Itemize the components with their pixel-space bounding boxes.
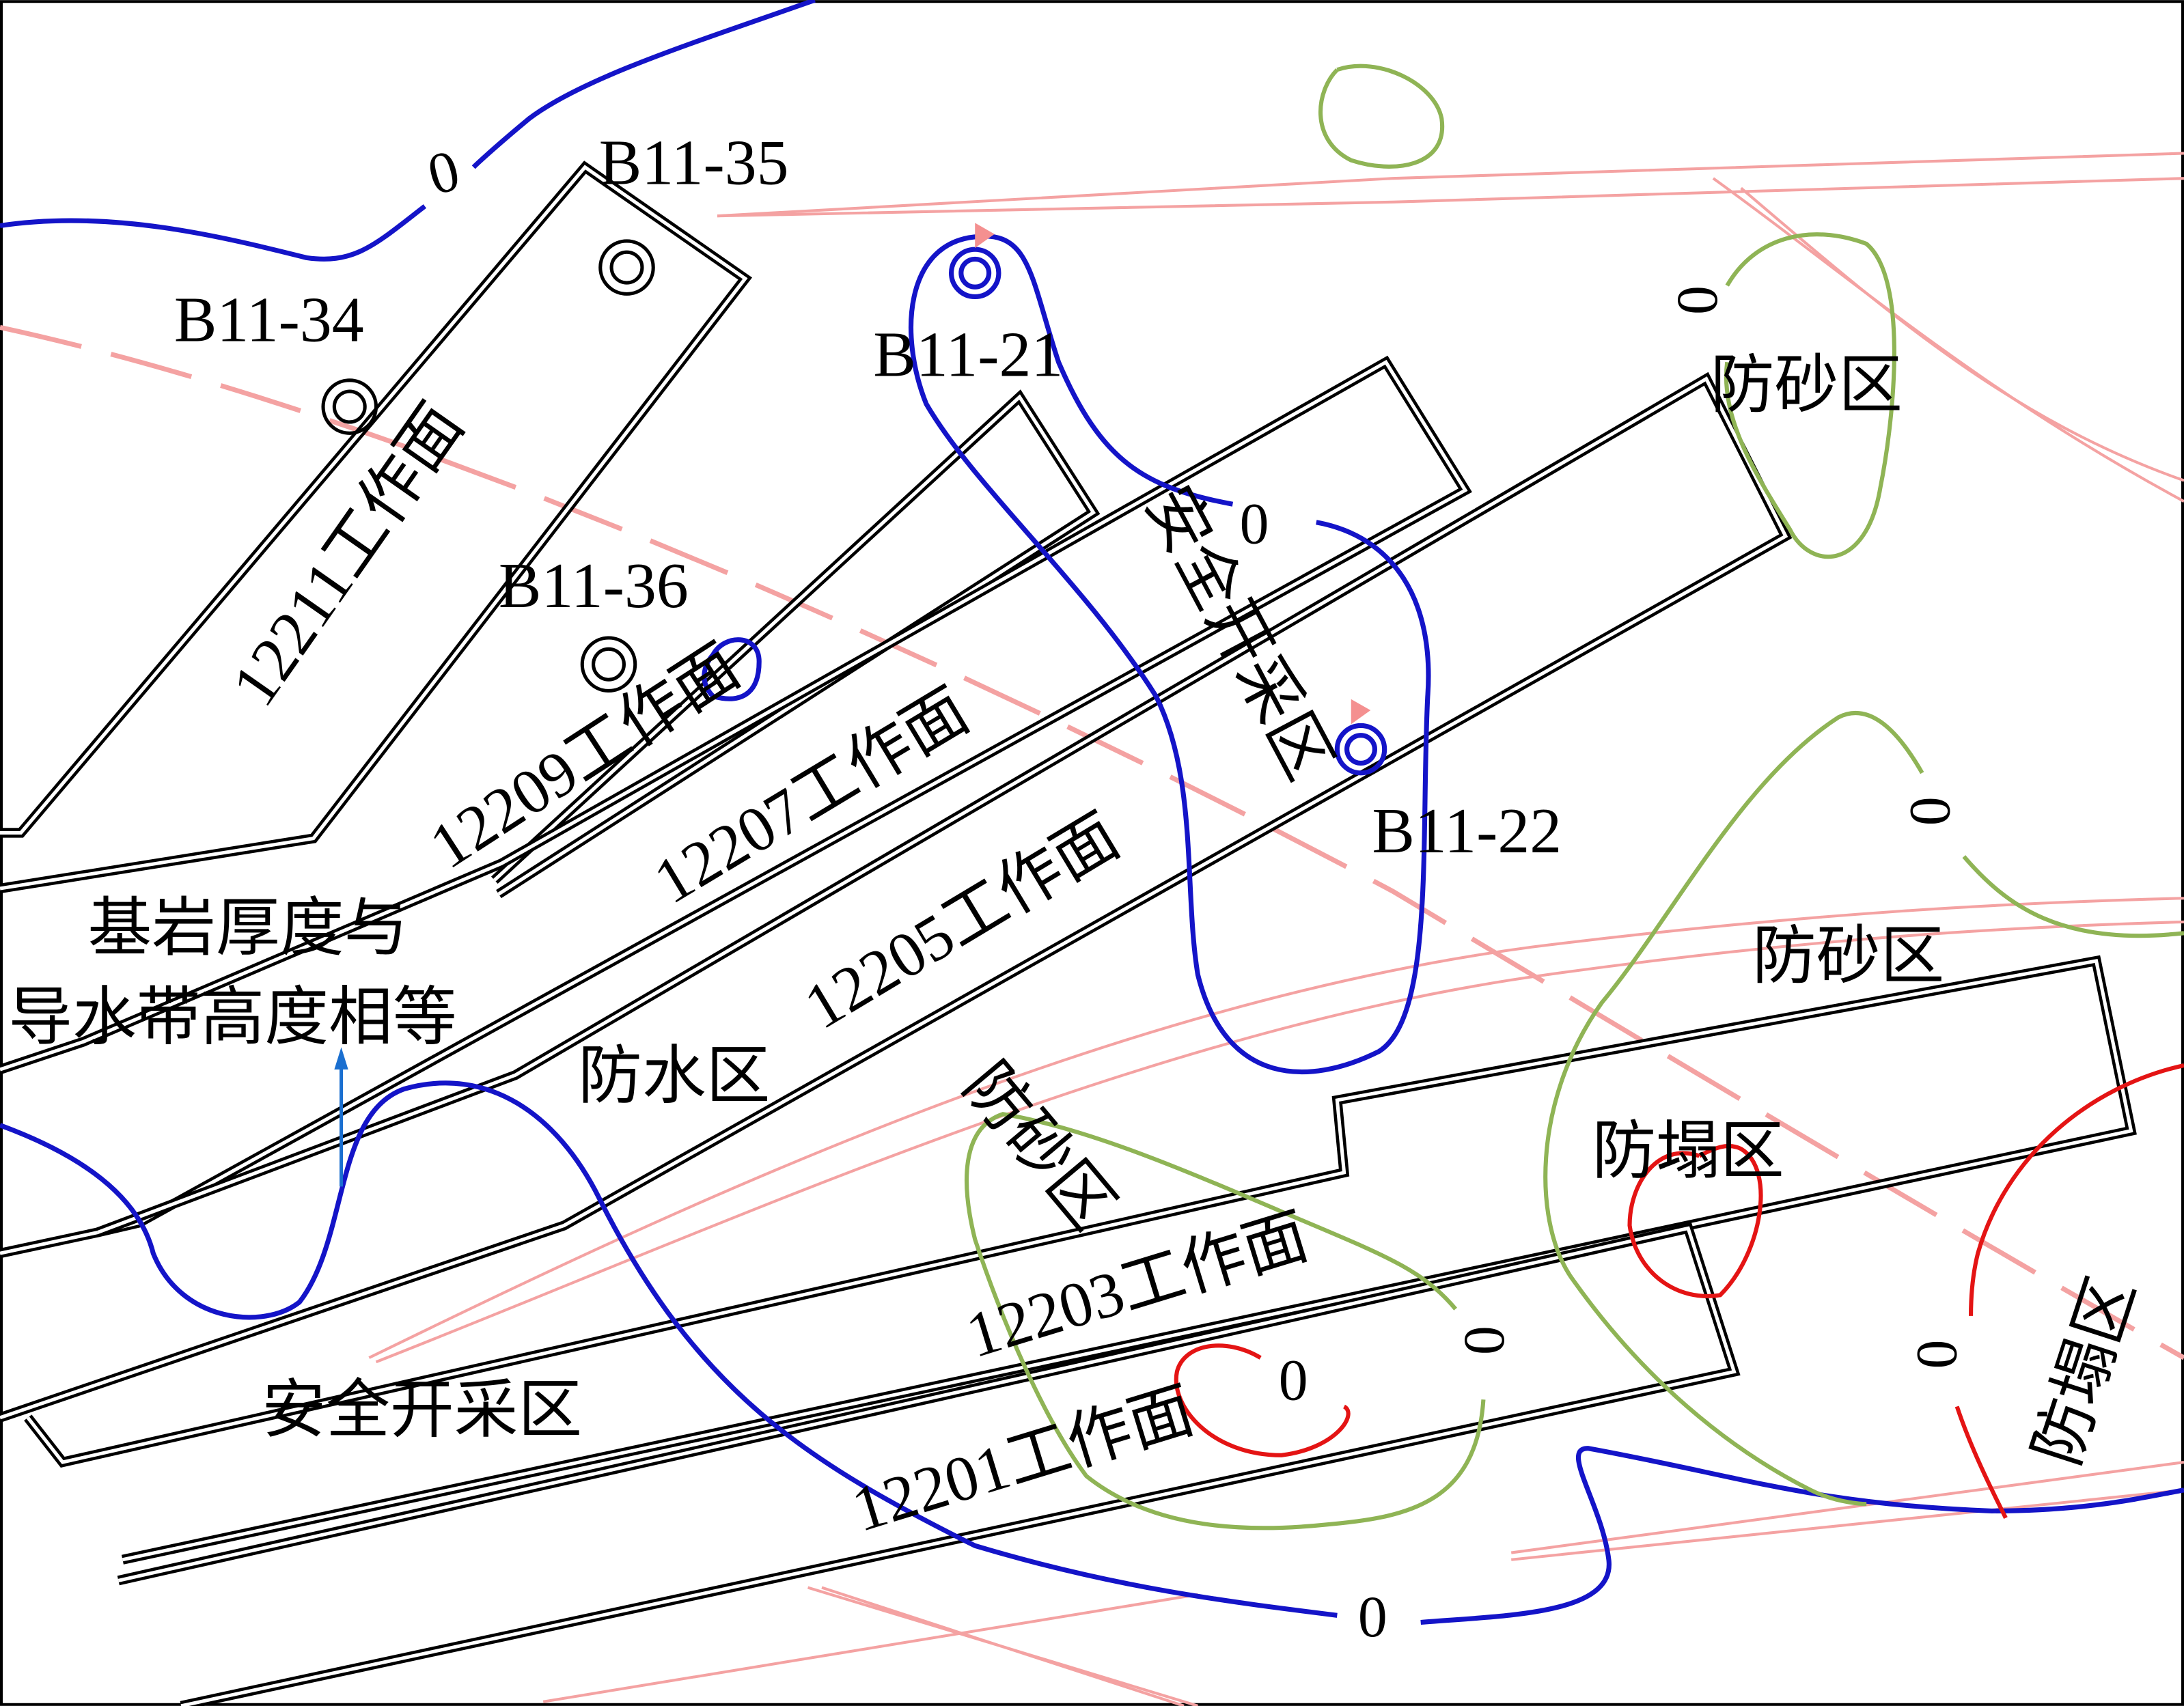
annotation-line-2: 导水带高度相等 (8, 982, 456, 1053)
contour-label: 0 (1452, 1326, 1517, 1355)
well-label-b11-22: B11-22 (1372, 796, 1562, 867)
zone-label-safe-2: 安全开采区 (262, 1375, 582, 1446)
collapse-contours-red (1174, 1063, 2184, 1519)
sand-contours-green (964, 64, 2184, 1530)
zero-contours-blue (0, 0, 2184, 1625)
arrow-icon (334, 1047, 348, 1187)
pink-boundary-lines (368, 152, 2184, 1706)
workface-outlines (0, 160, 2137, 1706)
well-symbols (321, 239, 655, 693)
well-label-b11-36: B11-36 (499, 550, 689, 621)
zone-label-water: 防水区 (578, 1041, 770, 1112)
equal-thickness-dashed-line (0, 324, 2184, 1360)
contour-label: 0 (1665, 285, 1730, 315)
contour-label: 0 (1358, 1584, 1387, 1649)
zone-label-sand-1: 防砂区 (1711, 350, 1903, 421)
well-label-b11-35: B11-35 (599, 127, 789, 198)
well-label-b11-21: B11-21 (873, 320, 1063, 391)
zone-label-sand-2: 防砂区 (1752, 921, 1944, 992)
contour-label: 0 (1240, 491, 1269, 556)
well-label-b11-34: B11-34 (174, 285, 364, 356)
contour-label: 0 (1898, 796, 1963, 826)
zone-label-collapse-1: 防塌区 (1592, 1116, 1784, 1187)
annotation-line-1: 基岩厚度与 (87, 893, 408, 964)
flag-icons (975, 223, 1371, 725)
contour-label: 0 (1905, 1340, 1970, 1369)
contour-label: 0 (1279, 1347, 1308, 1412)
